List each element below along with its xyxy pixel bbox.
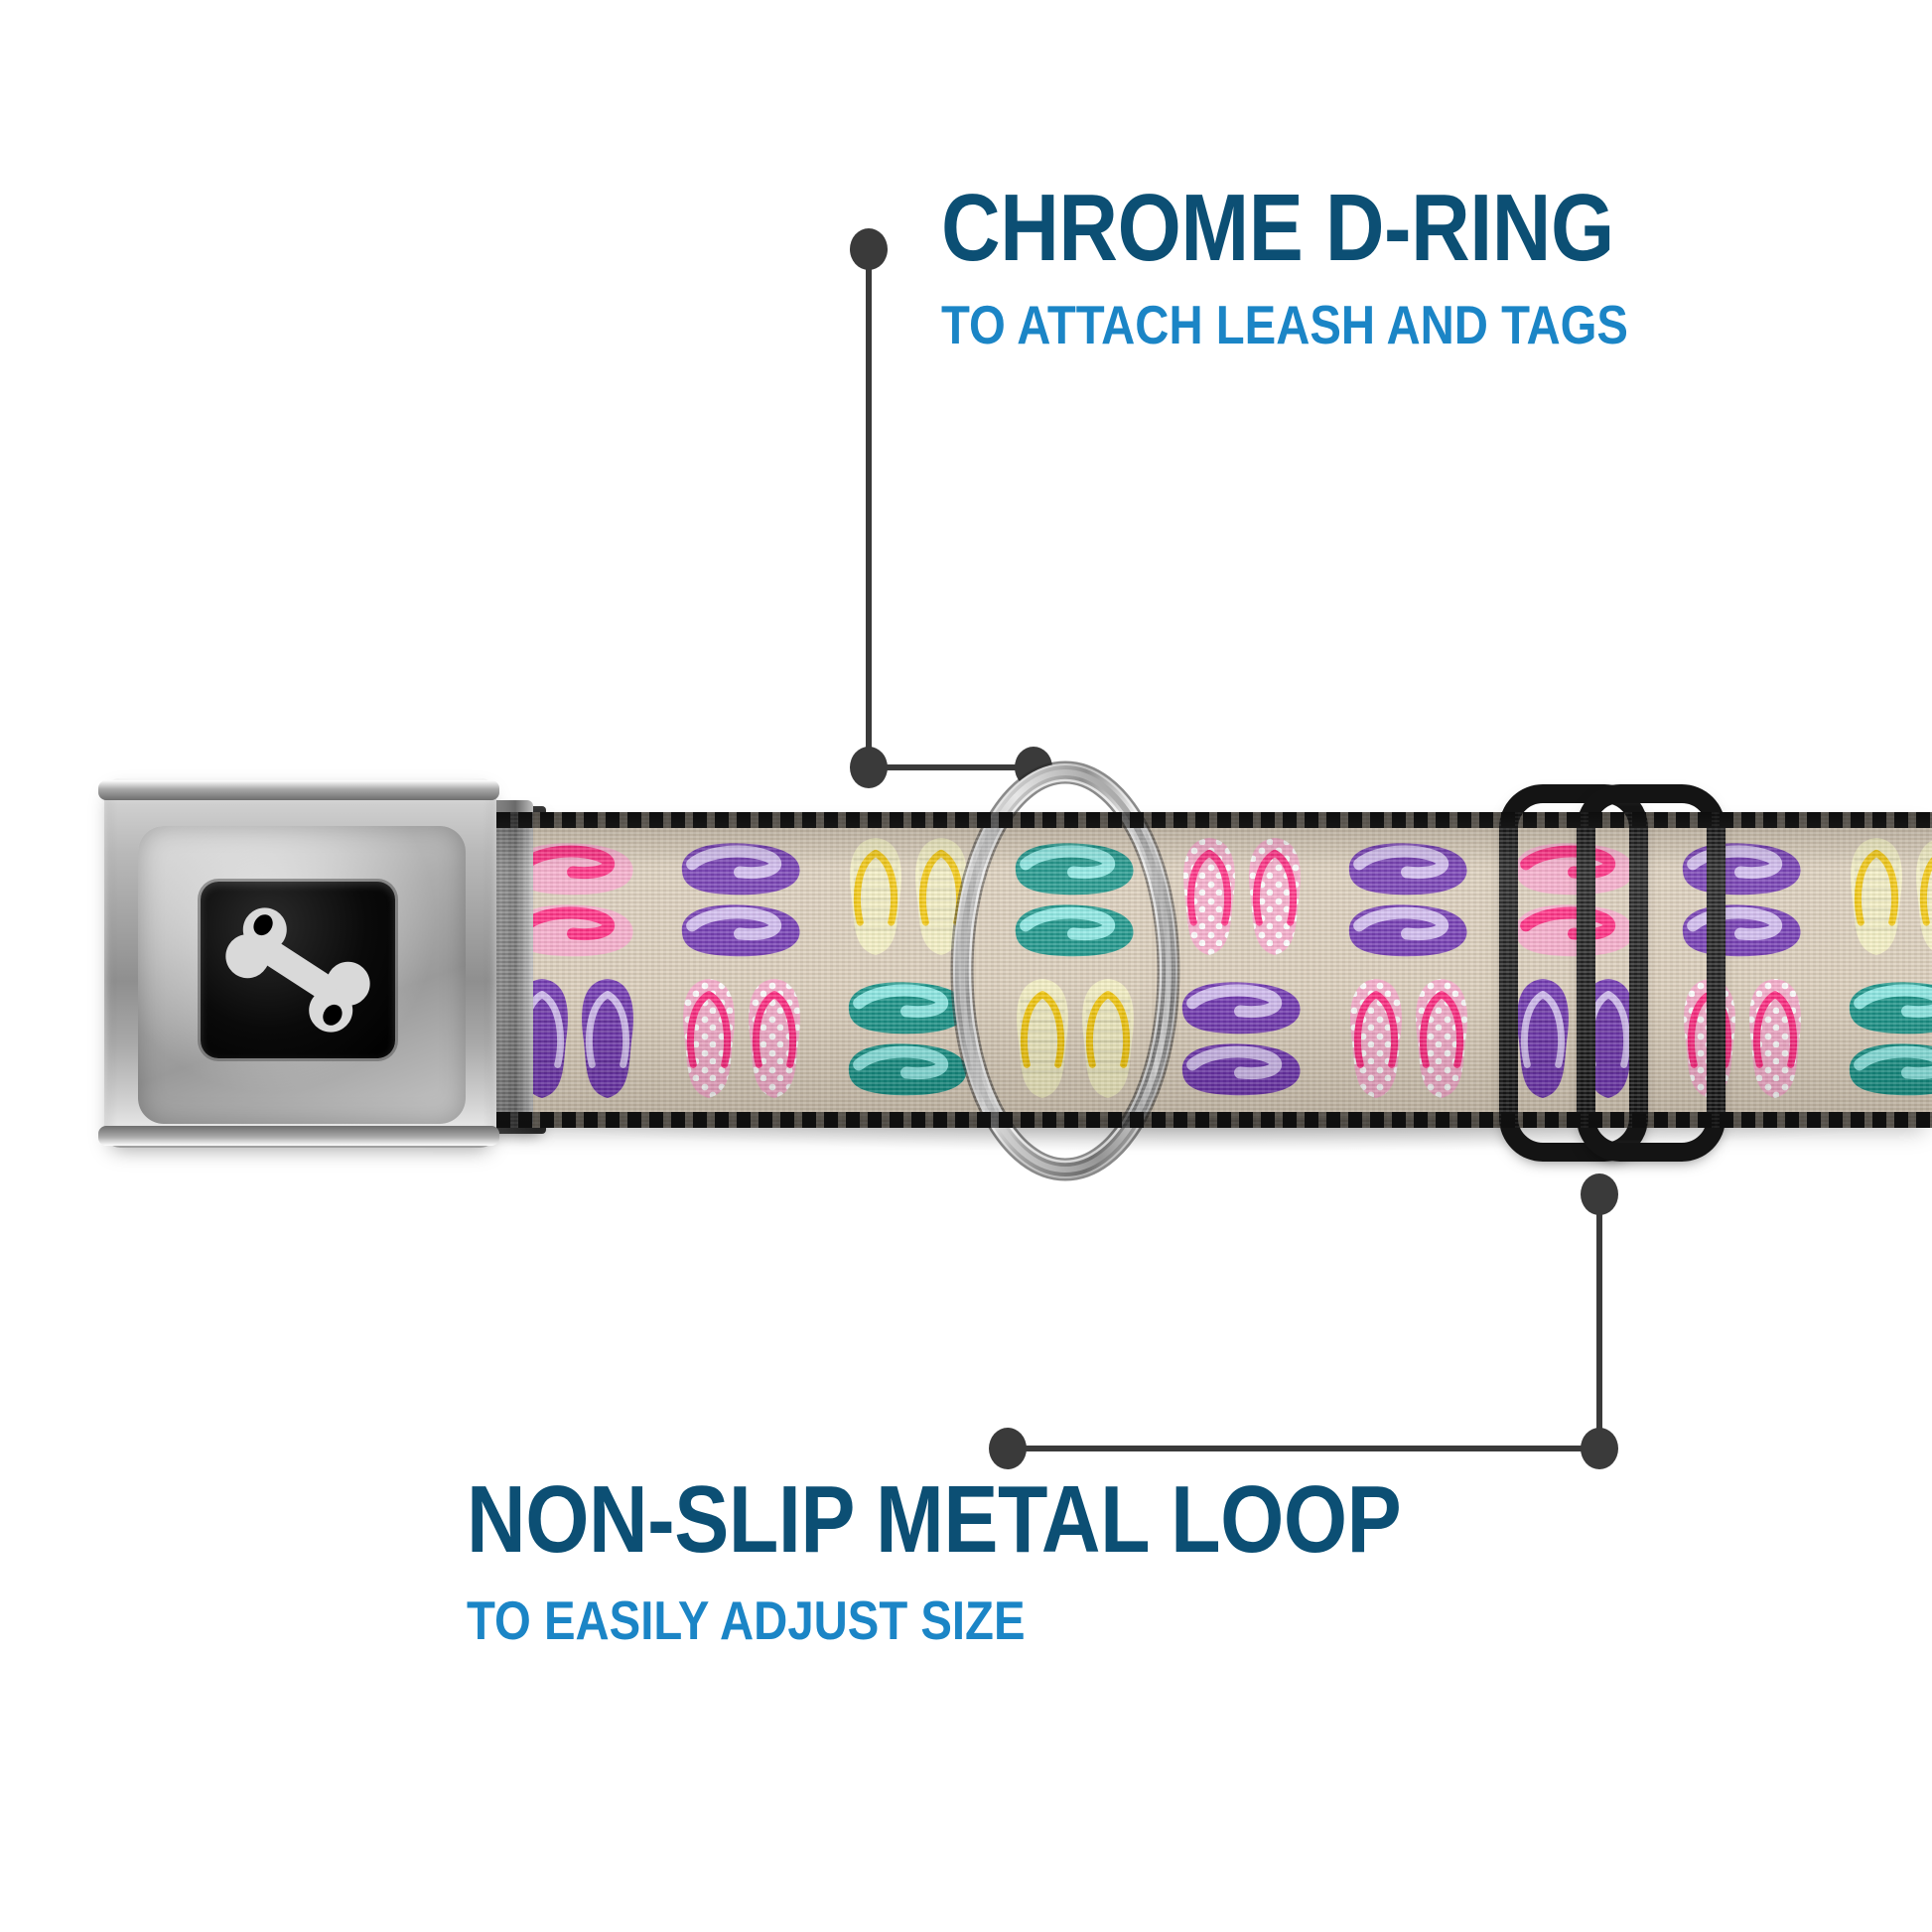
pattern-column bbox=[681, 843, 800, 1098]
strap-stitching-bottom bbox=[496, 1112, 1932, 1128]
seatbelt-buckle bbox=[98, 766, 533, 1164]
buckle-logo-window bbox=[201, 882, 395, 1058]
buckle-top-lip bbox=[98, 780, 499, 800]
non-slip-metal-loop bbox=[1499, 784, 1725, 1162]
callout-non-slip-metal-loop: NON-SLIP METAL LOOP TO EASILY ADJUST SIZ… bbox=[467, 1472, 1554, 1648]
leader-line-top-vertical bbox=[866, 248, 872, 769]
dog-bone-icon bbox=[225, 907, 370, 1033]
strap-stitching-top bbox=[496, 812, 1932, 828]
leader-dot-bottom-end bbox=[1581, 1173, 1618, 1215]
leader-line-bottom-horizontal bbox=[1007, 1446, 1598, 1451]
callout-title-chrome-d-ring: CHROME D-RING bbox=[941, 175, 1614, 281]
callout-subtitle-non-slip-metal-loop: TO EASILY ADJUST SIZE bbox=[467, 1589, 1026, 1651]
metal-loop-bar-right bbox=[1577, 784, 1725, 1162]
callout-subtitle-chrome-d-ring: TO ATTACH LEASH AND TAGS bbox=[941, 294, 1628, 355]
leader-line-bottom-vertical bbox=[1596, 1191, 1602, 1446]
pattern-column bbox=[1181, 838, 1301, 1096]
callout-chrome-d-ring: CHROME D-RING TO ATTACH LEASH AND TAGS bbox=[941, 181, 1740, 352]
leader-line-top-horizontal bbox=[866, 764, 1035, 770]
buckle-plate bbox=[98, 778, 499, 1148]
callout-title-non-slip-metal-loop: NON-SLIP METAL LOOP bbox=[467, 1466, 1402, 1573]
pattern-column bbox=[1850, 838, 1932, 1096]
pattern-column bbox=[1348, 843, 1467, 1098]
buckle-bottom-lip bbox=[98, 1126, 499, 1146]
pattern-column bbox=[1515, 843, 1634, 1098]
